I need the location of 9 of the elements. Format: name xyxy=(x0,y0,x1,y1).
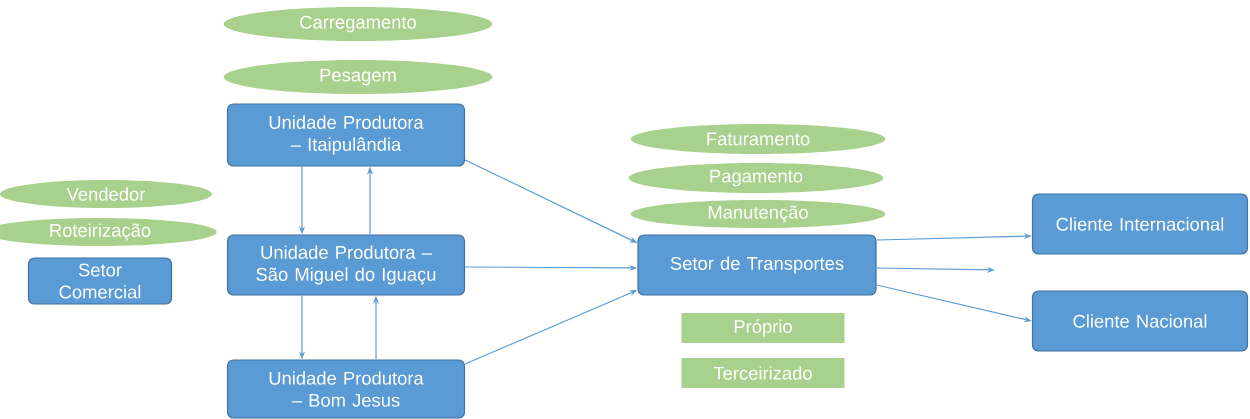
process-box: Setor de Transportes xyxy=(637,234,877,296)
process-box: Unidade Produtora – São Miguel do Iguaçu xyxy=(226,234,466,296)
process-box: Cliente Nacional xyxy=(1031,290,1249,352)
option-box: Terceirizado xyxy=(681,358,845,388)
process-box: Unidade Produtora – Itaipulândia xyxy=(226,103,466,167)
process-box: Unidade Produtora – Bom Jesus xyxy=(226,359,466,419)
option-box: Próprio xyxy=(681,313,845,343)
process-box: Setor Comercial xyxy=(27,257,173,305)
process-box: Cliente Internacional xyxy=(1031,193,1249,255)
